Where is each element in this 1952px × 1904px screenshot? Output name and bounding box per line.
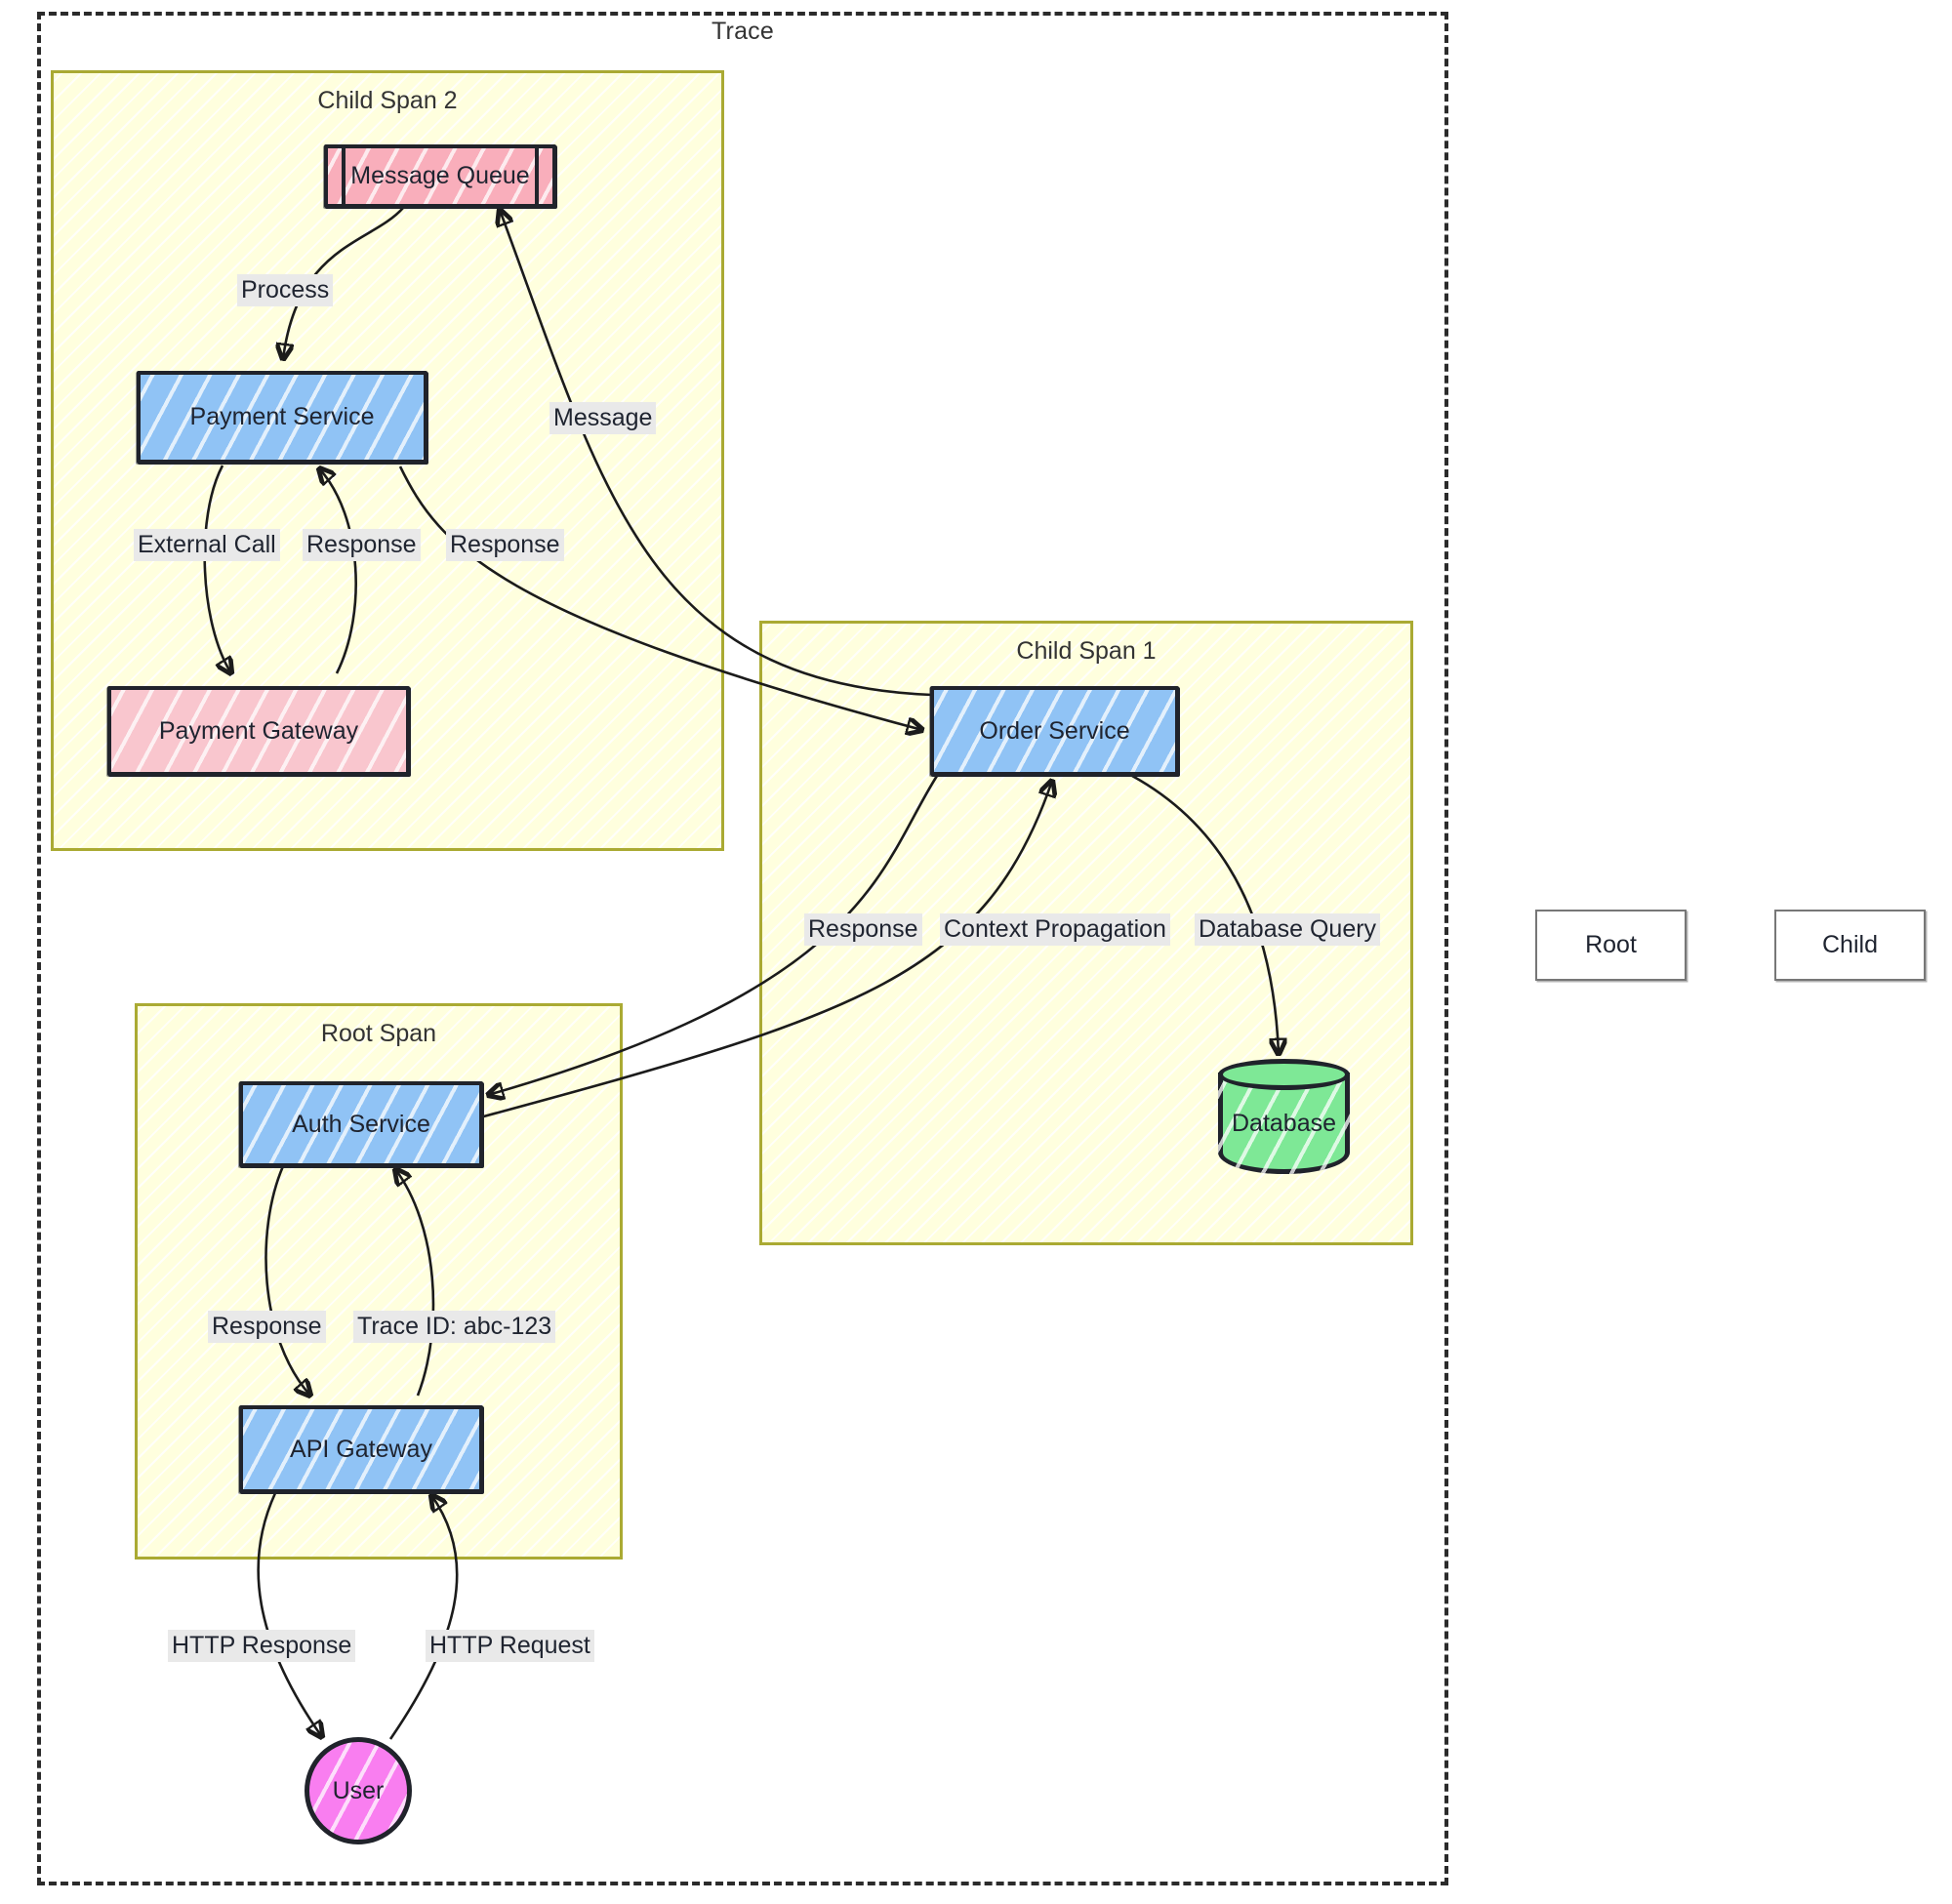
node-message-queue[interactable]: Message Queue bbox=[324, 144, 556, 208]
node-label: Message Queue bbox=[350, 162, 530, 190]
edge-label-external-call: External Call bbox=[134, 529, 280, 562]
node-database[interactable]: Database bbox=[1218, 1059, 1350, 1174]
node-label: User bbox=[332, 1776, 385, 1804]
edge-label-process: Process bbox=[237, 274, 334, 307]
legend-label: Root bbox=[1585, 931, 1637, 958]
node-payment-gateway[interactable]: Payment Gateway bbox=[107, 686, 410, 776]
legend-child[interactable]: Child bbox=[1774, 910, 1926, 981]
trace-container bbox=[37, 12, 1448, 1885]
legend-root[interactable]: Root bbox=[1535, 910, 1687, 981]
node-label: API Gateway bbox=[290, 1435, 432, 1463]
span-title-root-span: Root Span bbox=[320, 1020, 437, 1047]
node-label: Order Service bbox=[979, 716, 1130, 745]
edge-label-http-request: HTTP Request bbox=[426, 1630, 594, 1663]
span-title-child-span-1: Child Span 1 bbox=[1016, 637, 1157, 665]
edge-label-http-response: HTTP Response bbox=[168, 1630, 356, 1663]
node-order-service[interactable]: Order Service bbox=[930, 686, 1179, 776]
edge-label-message: Message bbox=[549, 402, 657, 435]
legend-label: Child bbox=[1822, 931, 1878, 958]
edge-label-response-gateway: Response bbox=[303, 529, 421, 562]
edge-label-response-order: Response bbox=[446, 529, 564, 562]
trace-title: Trace bbox=[712, 18, 774, 45]
node-user[interactable]: User bbox=[305, 1737, 412, 1844]
node-label: Auth Service bbox=[292, 1110, 430, 1138]
node-payment-service[interactable]: Payment Service bbox=[137, 371, 427, 464]
subroutine-bar-right bbox=[535, 148, 539, 204]
node-label: Payment Service bbox=[189, 403, 375, 431]
node-label: Database bbox=[1231, 1109, 1337, 1137]
node-api-gateway[interactable]: API Gateway bbox=[239, 1405, 483, 1493]
edge-label-trace-id: Trace ID: abc-123 bbox=[353, 1311, 556, 1344]
cylinder-top bbox=[1218, 1059, 1350, 1090]
edge-label-response-auth: Response bbox=[804, 913, 922, 947]
edge-label-response-api: Response bbox=[208, 1311, 326, 1344]
edge-label-context-propagation: Context Propagation bbox=[940, 913, 1170, 947]
span-title-child-span-2: Child Span 2 bbox=[317, 87, 458, 114]
node-label: Payment Gateway bbox=[158, 716, 359, 745]
edge-label-database-query: Database Query bbox=[1195, 913, 1381, 947]
node-auth-service[interactable]: Auth Service bbox=[239, 1081, 483, 1167]
subroutine-bar-left bbox=[342, 148, 346, 204]
